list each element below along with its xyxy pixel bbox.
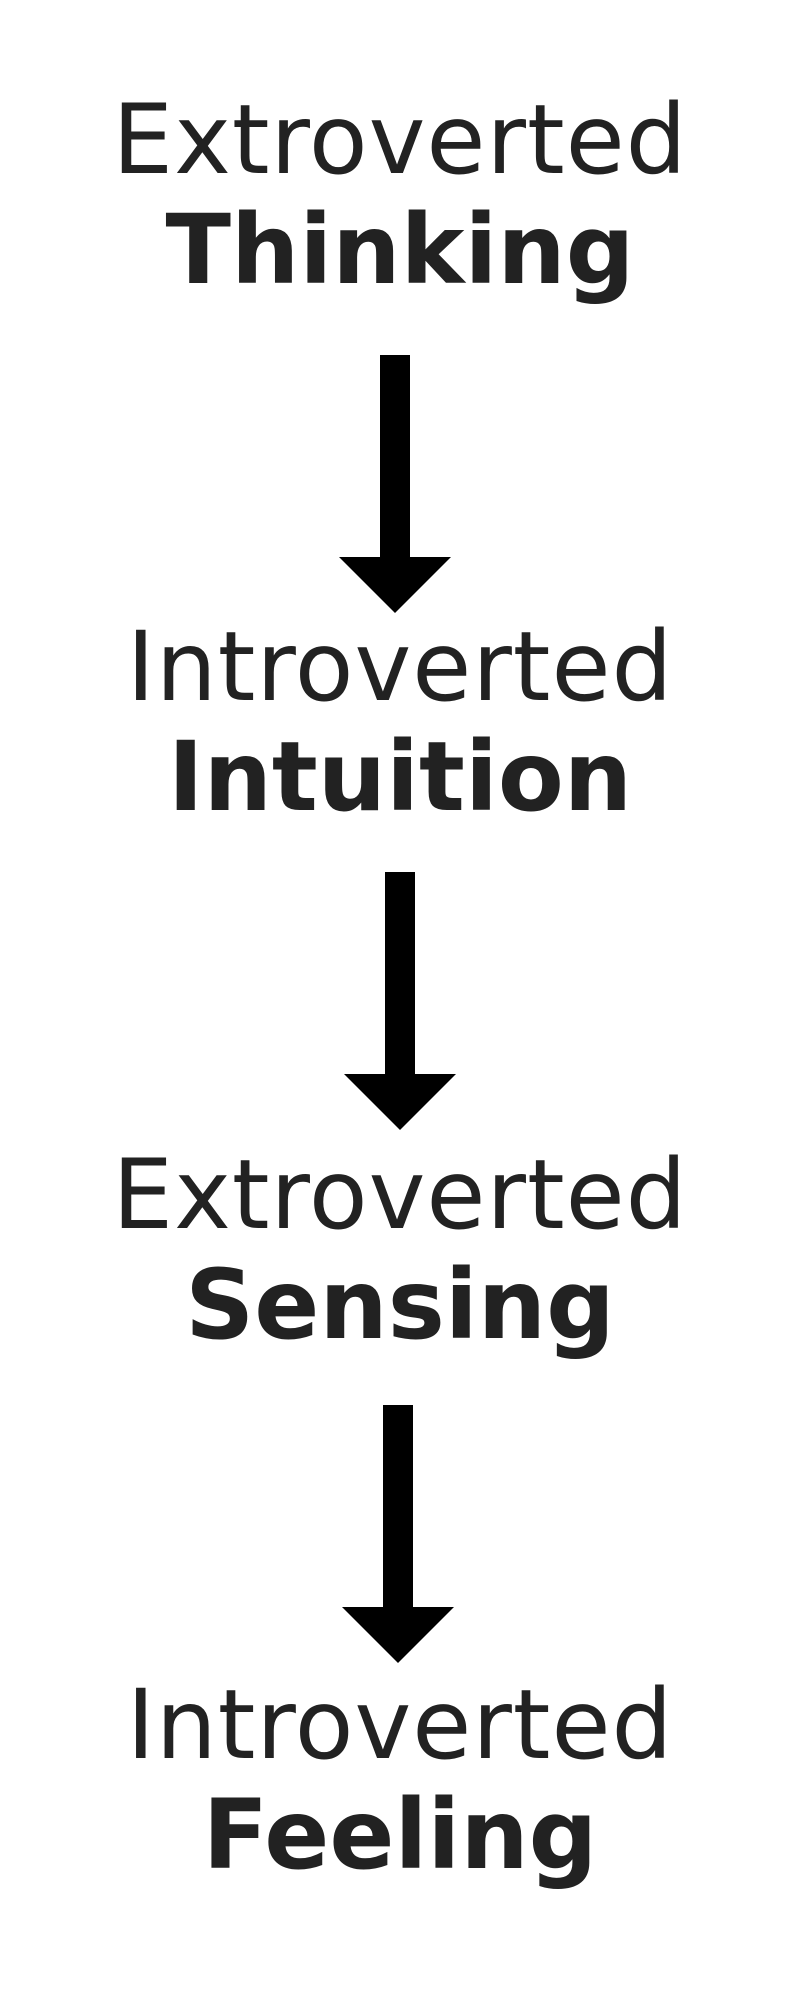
step-2-function: Intuition (167, 721, 633, 833)
step-3-attitude: Extroverted (112, 1139, 688, 1251)
step-4-function: Feeling (202, 1779, 598, 1891)
arrow-down-icon (335, 355, 455, 625)
step-4: Introverted Feeling (0, 1670, 800, 1890)
step-1-attitude: Extroverted (112, 84, 688, 196)
arrow-down-icon (340, 872, 460, 1142)
step-4-attitude: Introverted (126, 1669, 674, 1781)
arrow-down-icon (338, 1405, 458, 1675)
step-3: Extroverted Sensing (0, 1140, 800, 1360)
step-1-function: Thinking (165, 194, 635, 306)
step-1: Extroverted Thinking (0, 85, 800, 305)
step-3-function: Sensing (185, 1249, 615, 1361)
step-2-attitude: Introverted (126, 611, 674, 723)
step-2: Introverted Intuition (0, 612, 800, 832)
